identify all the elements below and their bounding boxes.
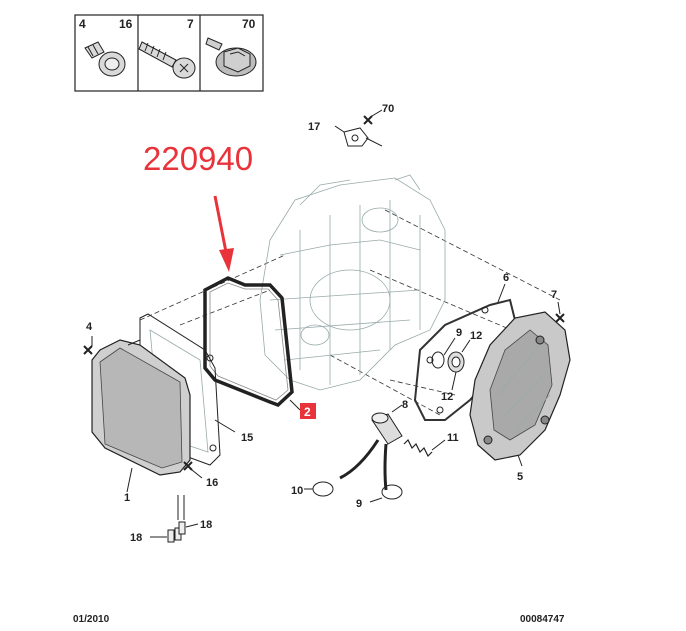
callout-9-seal: 9 [456, 327, 462, 339]
footer-date: 01/2010 [73, 614, 110, 625]
callout-8: 8 [402, 399, 408, 411]
callout-11: 11 [447, 432, 459, 444]
fastener-table: 4 16 7 70 [74, 14, 264, 92]
highlight-number: 220940 [143, 140, 253, 177]
callout-4: 4 [86, 321, 93, 333]
fastener-code-16: 16 [119, 17, 133, 31]
clips-18 [150, 495, 199, 543]
callout-6: 6 [503, 272, 509, 284]
gearbox-housing [259, 174, 446, 391]
part-badge-2: 2 [300, 403, 316, 419]
callout-18-right: 18 [200, 519, 212, 531]
callout-9-oring: 9 [356, 498, 362, 510]
assembly-lines [139, 209, 561, 416]
gasket-2 [203, 276, 301, 411]
fastener-code-70: 70 [242, 17, 256, 31]
fastener-code-7: 7 [187, 17, 194, 31]
callout-17: 17 [308, 121, 320, 133]
highlight-callout: 220940 [143, 140, 253, 272]
callout-70: 70 [382, 103, 394, 115]
hex-flange-bolt-icon [205, 37, 257, 77]
torque-mark-icon [363, 115, 373, 125]
long-screw-icon [138, 41, 196, 79]
side-cover-1 [91, 339, 191, 493]
fastener-code-4: 4 [79, 17, 86, 31]
torque-mark-icon [555, 313, 565, 323]
torque-marks [83, 301, 565, 479]
callout-1: 1 [124, 492, 130, 504]
part-badge-label: 2 [304, 405, 311, 419]
callout-5: 5 [517, 471, 523, 483]
callout-15: 15 [241, 432, 253, 444]
actuator-8-spring-11 [371, 404, 446, 458]
callout-18-left: 18 [130, 532, 142, 544]
torque-mark-icon [83, 345, 93, 355]
o-rings-9-10 [304, 439, 403, 503]
torque-mark-icon [183, 461, 193, 471]
flanged-bolt-icon [84, 41, 126, 77]
callout-16: 16 [206, 477, 218, 489]
bracket-17 [334, 109, 383, 147]
seals-9-12 [431, 337, 471, 391]
callout-12-lower: 12 [441, 391, 453, 403]
callout-10: 10 [291, 485, 303, 497]
callout-7: 7 [551, 289, 557, 301]
rear-housing-5 [469, 311, 571, 467]
callout-labels: 17 70 6 7 4 9 12 12 8 11 15 5 16 1 10 9 … [86, 103, 557, 544]
callout-12-upper: 12 [470, 330, 482, 342]
arrow-down-icon [219, 248, 234, 272]
footer-reference: 00084747 [520, 614, 565, 625]
